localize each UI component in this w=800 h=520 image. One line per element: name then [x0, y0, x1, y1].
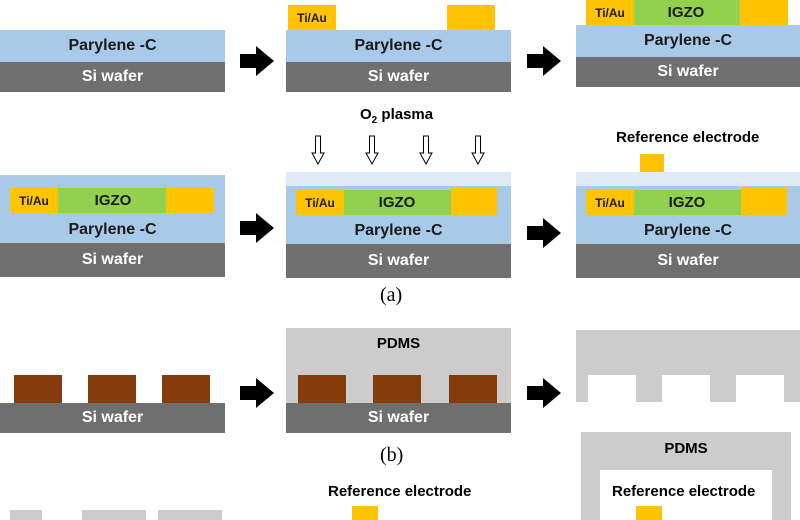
si-wafer: Si wafer [0, 62, 225, 92]
si-wafer: Si wafer [576, 57, 800, 87]
mold-pattern [449, 375, 497, 403]
parylene-layer: Parylene -C [286, 30, 511, 62]
parylene-layer: Parylene -C [0, 30, 225, 62]
mold-pattern [373, 375, 421, 403]
o2-plasma-label: O2 plasma [360, 106, 434, 126]
parylene-layer: Parylene -C [576, 25, 800, 57]
plasma-arrow-icon [471, 135, 485, 166]
reference-electrode [640, 154, 664, 172]
tiau-electrode [741, 187, 787, 215]
process-arrow-icon [240, 213, 274, 243]
process-arrow-icon [240, 46, 274, 76]
caption-b: (b) [380, 444, 404, 466]
pdms-strip [10, 510, 42, 520]
reference-electrode [636, 506, 662, 520]
plasma-treated-layer [576, 172, 800, 186]
si-wafer: Si wafer [286, 62, 511, 92]
pdms-strip [82, 510, 146, 520]
plasma-arrow-icon [365, 135, 379, 166]
mold-pattern [298, 375, 346, 403]
si-wafer: Si wafer [286, 244, 511, 278]
tiau-electrode: Ti/Au [586, 0, 634, 25]
si-wafer: Si wafer [0, 403, 225, 433]
pdms-cavity [662, 375, 710, 402]
mold-pattern [88, 375, 136, 403]
tiau-electrode: Ti/Au [10, 188, 58, 213]
process-arrow-icon [527, 218, 561, 248]
caption-a: (a) [380, 284, 403, 306]
pdms-label: PDMS [664, 440, 708, 457]
plasma-treated-layer [286, 172, 511, 186]
tiau-electrode [166, 188, 214, 213]
tiau-electrode: Ti/Au [296, 190, 344, 215]
pdms-cavity [588, 375, 636, 402]
si-wafer: Si wafer [286, 403, 511, 433]
tiau-electrode [740, 0, 788, 25]
tiau-electrode: Ti/Au [288, 5, 336, 30]
mold-pattern [162, 375, 210, 403]
reference-electrode-label: Reference electrode [612, 483, 756, 500]
igzo-channel: IGZO [633, 190, 741, 215]
tiau-electrode: Ti/Au [586, 190, 634, 215]
reference-electrode [352, 506, 378, 520]
si-wafer: Si wafer [576, 244, 800, 278]
process-arrow-icon [527, 46, 561, 76]
si-wafer: Si wafer [0, 243, 225, 277]
plasma-arrow-icon [419, 135, 433, 166]
process-arrow-icon [240, 378, 274, 408]
mold-pattern [14, 375, 62, 403]
igzo-channel: IGZO [343, 190, 451, 215]
pdms-strip [158, 510, 222, 520]
reference-electrode-label: Reference electrode [328, 483, 472, 500]
process-arrow-icon [527, 378, 561, 408]
parylene-layer: Parylene -C [576, 186, 800, 244]
tiau-electrode [447, 5, 495, 30]
reference-electrode-label: Reference electrode [616, 129, 760, 146]
igzo-channel: IGZO [632, 0, 740, 25]
tiau-electrode [451, 187, 497, 215]
pdms-chamber-cavity [600, 470, 772, 520]
plasma-arrow-icon [311, 135, 325, 166]
igzo-channel: IGZO [58, 188, 168, 213]
pdms-cavity [736, 375, 784, 402]
